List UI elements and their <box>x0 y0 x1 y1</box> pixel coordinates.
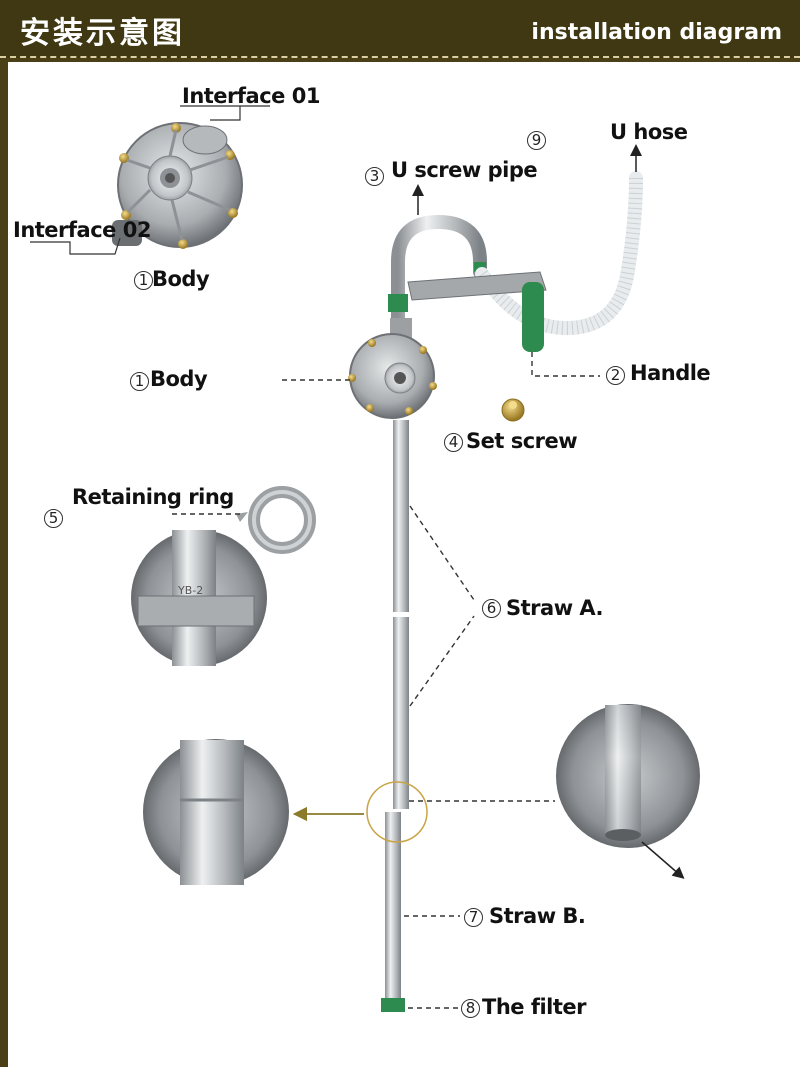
end-detail-circle <box>556 704 700 848</box>
label-retaining-ring: Retaining ring <box>72 485 234 509</box>
handle-illustration <box>407 271 547 352</box>
num-straw-a: 6 <box>482 599 501 618</box>
label-set-screw: Set screw <box>466 429 578 453</box>
u-hose-illustration <box>475 171 643 336</box>
num-body: 1 <box>130 372 149 391</box>
joint-detail-circle <box>143 739 289 885</box>
ring-marking-text: YB-2 <box>177 584 203 597</box>
label-straw-a: Straw A. <box>506 596 604 620</box>
label-handle: Handle <box>630 361 711 385</box>
num-set-screw: 4 <box>444 433 463 452</box>
straw-a-illustration <box>393 420 409 809</box>
num-handle: 2 <box>606 366 625 385</box>
label-body-top: Body <box>152 267 210 291</box>
num-body-top: 1 <box>134 271 153 290</box>
joint-highlight-ring <box>366 781 428 843</box>
u-screw-pipe-illustration <box>388 214 487 325</box>
label-u-hose: U hose <box>610 120 688 144</box>
label-interface-01: Interface 01 <box>182 84 320 108</box>
interface-leaders <box>30 105 270 255</box>
label-straw-b: Straw B. <box>489 904 586 928</box>
num-retaining-ring: 5 <box>44 509 63 528</box>
ring-detail-circle: YB-2 <box>131 530 267 666</box>
num-u-hose: 9 <box>527 131 546 150</box>
straw-b-illustration <box>381 812 405 1012</box>
num-straw-b: 7 <box>464 908 483 927</box>
page-title-english: installation diagram <box>531 20 782 45</box>
label-body: Body <box>150 367 208 391</box>
top-body-illustration <box>112 122 243 249</box>
page-title-chinese: 安装示意图 <box>20 16 185 51</box>
leader-lines <box>172 352 600 1009</box>
label-filter: The filter <box>482 995 587 1019</box>
main-body-illustration <box>348 318 437 419</box>
diagram-svg: YB-2 <box>30 105 700 1012</box>
diagram-canvas: YB-2 <box>8 62 800 1067</box>
label-interface-02: Interface 02 <box>13 218 151 242</box>
label-u-screw-pipe: U screw pipe <box>391 158 538 182</box>
end-arrow <box>641 841 685 879</box>
num-filter: 8 <box>461 999 480 1018</box>
retaining-ring-illustration <box>236 486 316 554</box>
set-screw-illustration <box>501 398 525 422</box>
header-bar: 安装示意图 installation diagram <box>0 0 800 58</box>
num-u-screw-pipe: 3 <box>365 167 384 186</box>
